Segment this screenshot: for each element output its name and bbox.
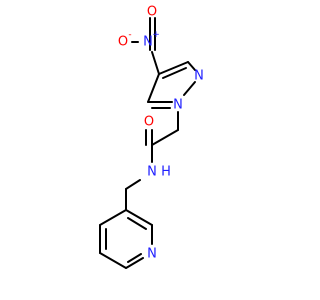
pyrazole-c3-c4 xyxy=(158,61,189,75)
pyrazole-n1-n2 xyxy=(183,81,196,96)
bond-nh-ch2 xyxy=(125,179,141,190)
pyridine-ring xyxy=(99,209,153,269)
atom-carbonyl-o: O xyxy=(144,115,154,130)
atom-amide-n: N xyxy=(147,165,157,180)
atom-pyrazole-n2: N xyxy=(194,69,204,84)
pyrazole-ring xyxy=(147,61,196,109)
atom-amide-h: H xyxy=(161,165,171,180)
atom-pyridine-n: N xyxy=(147,247,157,262)
nitro-group-bonds xyxy=(131,17,160,75)
atom-nitro-n-charge: + xyxy=(152,30,160,40)
atom-nitro-n: N xyxy=(143,35,153,50)
pyridine-c3-c4 xyxy=(99,209,127,226)
atom-pyrazole-n1: N xyxy=(173,98,183,113)
pyrazole-c3-c4-inner xyxy=(162,67,187,79)
pyridine-c2-c3 xyxy=(125,209,153,226)
pyrazole-n2-c3 xyxy=(187,61,196,71)
atom-nitro-o1: O xyxy=(118,35,128,50)
atom-nitro-o1-charge: - xyxy=(128,30,131,40)
atom-labels: O - N + O N N O N H N xyxy=(118,5,204,262)
pyrazole-c4-c5 xyxy=(147,73,160,103)
pyridine-c6-n xyxy=(125,257,144,269)
amide-linker xyxy=(125,111,179,211)
molecule-structure: O - N + O N N O N H N xyxy=(99,4,204,269)
pyridine-c6-n-inner xyxy=(127,253,142,263)
bond-ch2-c xyxy=(151,129,179,146)
atom-nitro-o2: O xyxy=(147,5,157,20)
pyridine-c5-c6 xyxy=(99,252,127,269)
bond-nitro-ring xyxy=(151,51,160,75)
pyridine-c2-c3-inner xyxy=(127,217,147,230)
